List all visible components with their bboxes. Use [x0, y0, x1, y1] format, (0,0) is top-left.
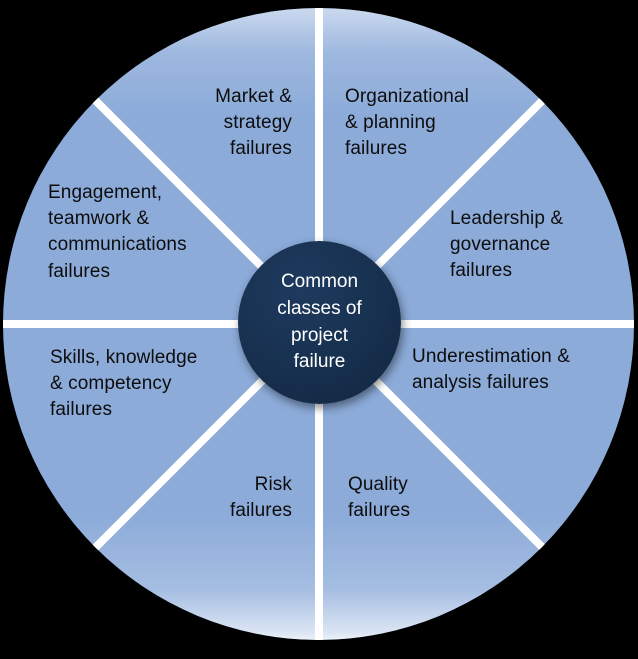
- segment-label-underestimation-analysis[interactable]: Underestimation & analysis failures: [412, 346, 570, 394]
- segment-label-leadership-governance[interactable]: Leadership & governance failures: [450, 208, 564, 282]
- segment-label-organizational-planning[interactable]: Organizational & planning failures: [345, 86, 469, 160]
- segment-label-engagement-teamwork-communications[interactable]: Engagement, teamwork & communications fa…: [48, 182, 187, 282]
- segment-label-skills-knowledge-competency[interactable]: Skills, knowledge & competency failures: [50, 347, 198, 421]
- segment-label-risk[interactable]: Risk failures: [229, 474, 292, 522]
- center-hub-label: Common classes of project failure: [277, 270, 362, 373]
- segment-label-market-strategy[interactable]: Market & strategy failures: [215, 86, 292, 160]
- center-hub[interactable]: Common classes of project failure: [238, 241, 401, 404]
- segment-label-quality[interactable]: Quality failures: [348, 474, 411, 522]
